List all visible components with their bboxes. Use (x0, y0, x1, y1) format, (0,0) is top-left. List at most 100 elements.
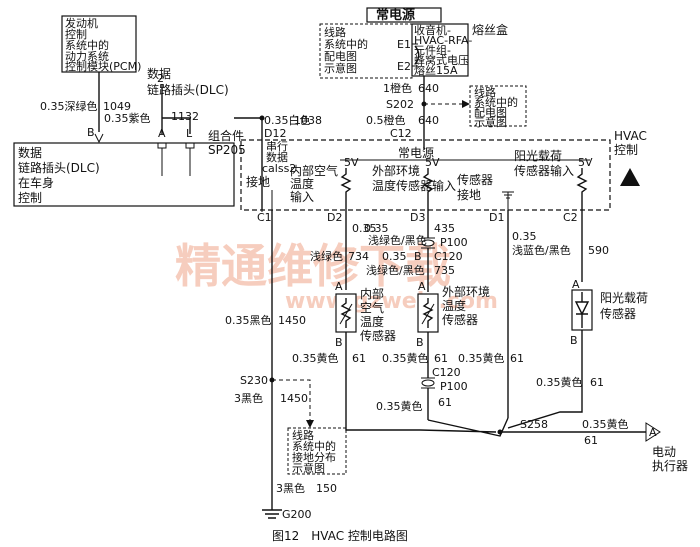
wire-1132-branch (162, 117, 191, 134)
ref-power-text: 线路 系统中的 配电图 示意图 (324, 25, 368, 75)
wire-61c-spec: 0.35黄色 (458, 351, 505, 365)
svg-text:系统中的: 系统中的 (292, 439, 336, 453)
wire-crossing (419, 417, 509, 437)
svg-text:数据: 数据 (18, 145, 42, 160)
splice-s258: S258 (520, 418, 548, 431)
dlc-num: 2 (157, 72, 164, 85)
dlc-box (13, 142, 235, 207)
inner-thermistor (340, 298, 352, 328)
hvac-sensor-ground: 传感器 接地 (457, 172, 493, 202)
svg-text:熔丝15A: 熔丝15A (414, 63, 458, 77)
svg-text:示意图: 示意图 (324, 61, 357, 75)
splice-s202: S202 (386, 98, 414, 111)
wire-1049-num: 1049 (103, 100, 131, 113)
ground-g200: G200 (282, 508, 312, 521)
svg-text:配电图: 配电图 (474, 106, 507, 119)
sensor-sun-label: 阳光载荷 传感器 (600, 291, 648, 321)
wire-1450-spec: 0.35黑色 (225, 313, 272, 327)
wire-61f-num: 61 (584, 434, 598, 447)
svg-text:控制模块(PCM): 控制模块(PCM) (65, 59, 141, 73)
svg-text:外部环境: 外部环境 (372, 163, 420, 178)
ref-ground-lead (272, 379, 311, 426)
wire-61e-spec: 0.35黄色 (536, 375, 583, 389)
wire-1450b-spec: 3黑色 (234, 391, 263, 405)
pin-d1: D1 (489, 211, 504, 224)
svg-text:系统中的: 系统中的 (474, 95, 518, 109)
svg-text:收音机-: 收音机- (414, 23, 451, 37)
hvac-module-box (240, 139, 611, 211)
svg-text:外部环境: 外部环境 (442, 284, 490, 299)
wire-435-color: 浅绿色/黑色 (368, 233, 427, 247)
splice-s230: S230 (240, 374, 268, 387)
v5-a: 5V (344, 156, 359, 169)
pcm-box (61, 15, 137, 73)
power-title-box (366, 7, 442, 23)
wire-734-spec: 0.35 (352, 222, 377, 235)
hvac-ground: 接地 (246, 174, 270, 189)
svg-text:内部: 内部 (360, 286, 384, 301)
wire-1450-num: 1450 (278, 314, 306, 327)
svg-text:空气: 空气 (360, 300, 384, 315)
svg-text:链路插头(DLC): 链路插头(DLC) (18, 160, 100, 175)
wire-435-spec: 0.35 (364, 222, 389, 235)
dlc-inner-leads (161, 148, 191, 176)
svg-text:HVAC-RFA-: HVAC-RFA- (414, 34, 472, 47)
svg-text:动力系统: 动力系统 (65, 50, 109, 63)
svg-text:阳光载荷: 阳光载荷 (600, 291, 648, 305)
wire-1450b-num: 1450 (280, 392, 308, 405)
resistor-sun (576, 168, 588, 210)
actuator-label-2: 执行器 (652, 459, 688, 473)
p100-top-ellipse (421, 239, 435, 247)
pin-a-dlc: A (158, 127, 166, 140)
wire-61e-num: 61 (590, 376, 604, 389)
dlc-box-text: 数据 链路插头(DLC) 在车身 控制 (18, 145, 100, 205)
wire-61d-spec: 0.35黄色 (376, 399, 423, 413)
svg-text:温度: 温度 (360, 314, 384, 329)
inner-pin-b: B (335, 336, 343, 349)
wire-150-num: 150 (316, 482, 337, 495)
hvac-power: 常电源 (398, 146, 434, 160)
outer-pin-a: A (418, 280, 426, 293)
ground-g200-icon (262, 509, 282, 519)
svg-text:线路: 线路 (324, 25, 346, 39)
ref-ground-text: 线路 系统中的 接地分布 示意图 (292, 428, 336, 475)
wire-61b-spec: 0.35黄色 (382, 351, 429, 365)
resistor-inner (340, 168, 352, 210)
svg-text:线路: 线路 (474, 85, 496, 99)
pin-e1: E1 (397, 38, 411, 51)
p100-bot-c: C120 (432, 366, 461, 379)
fuse-leads (412, 43, 418, 67)
ref-power2-box (469, 85, 527, 127)
inner-thermistor-slash (339, 303, 353, 325)
p100-bot-ellipse (421, 379, 435, 387)
svg-text:温度传感器输入: 温度传感器输入 (372, 178, 456, 193)
ref-power2-text: 线路 系统中的 配电图 示意图 (474, 85, 518, 129)
wire-734-color: 浅绿色 (310, 249, 343, 263)
fuse-element (414, 45, 420, 65)
svg-text:线路: 线路 (292, 428, 314, 442)
svg-text:输入: 输入 (290, 189, 314, 204)
wire-590-color: 浅蓝色/黑色 (512, 243, 571, 257)
wire-735-num: 735 (434, 264, 455, 277)
svg-text:发动机: 发动机 (65, 16, 98, 30)
sun-pin-a: A (572, 278, 580, 291)
power-title: 常电源 (376, 7, 415, 23)
svg-text:在车身: 在车身 (18, 175, 54, 190)
outer-thermistor-slash (421, 303, 435, 325)
svg-text:数据: 数据 (266, 150, 288, 164)
hvac-label-2: 控制 (614, 143, 638, 157)
p100-top-c: C120 (434, 250, 463, 263)
hvac-outer-air: 外部环境 温度传感器输入 (372, 163, 456, 193)
svg-text:阳光载荷: 阳光载荷 (514, 149, 562, 163)
svg-text:传感器: 传感器 (442, 312, 478, 327)
wire-435-num: 435 (434, 222, 455, 235)
esd-icon (620, 168, 640, 186)
wire-61c-num: 61 (510, 352, 524, 365)
wire-1038-num: 1038 (294, 114, 322, 127)
dlc-label-1: 数据 (147, 66, 171, 81)
outer-pin-b: B (416, 336, 424, 349)
p100-bot-p: P100 (440, 380, 468, 393)
pin-c1: C1 (257, 211, 272, 224)
wire-735-spec: 0.35 (382, 250, 407, 263)
